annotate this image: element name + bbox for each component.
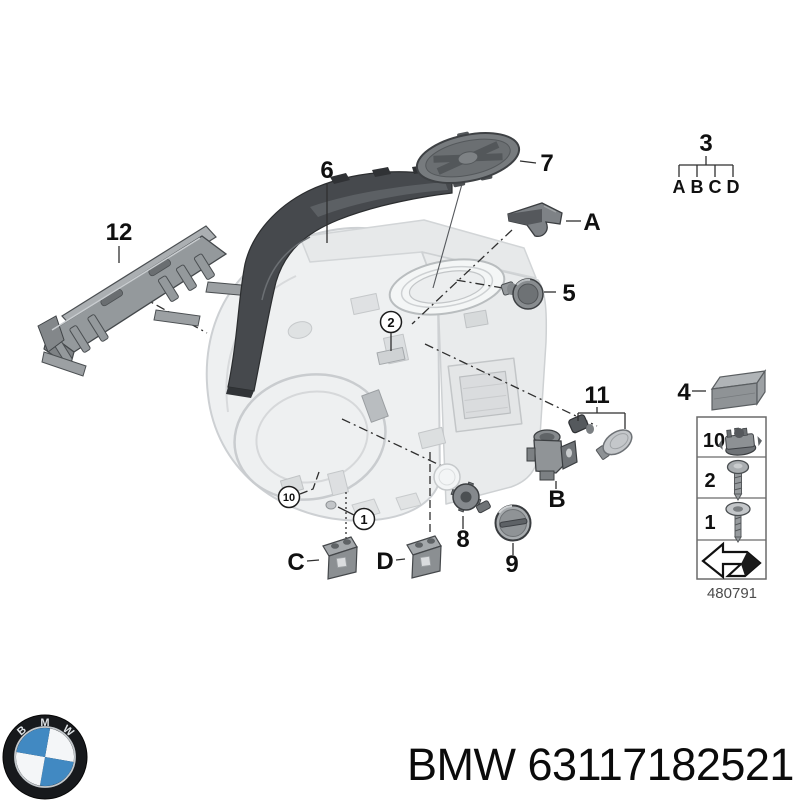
circled-callouts: 2 10 1 xyxy=(277,310,403,531)
callout-9: 9 xyxy=(505,551,518,578)
direction-of-travel-arrow-icon xyxy=(701,541,762,580)
part-11-bulb xyxy=(568,414,633,460)
legend-part-1-screw xyxy=(725,501,751,543)
callout-11: 11 xyxy=(584,382,609,409)
bmw-logo-inner-ring xyxy=(14,726,76,788)
part-a-clip xyxy=(507,202,563,237)
part-6-trim-strip xyxy=(226,165,453,398)
callout-b: B xyxy=(548,486,565,513)
circled-2-ring xyxy=(379,310,403,334)
legend-row-2-label: 2 xyxy=(704,470,715,492)
callout-d: D xyxy=(376,548,393,575)
callout-8: 8 xyxy=(456,526,469,553)
callout-6: 6 xyxy=(320,157,333,184)
circled-10-ring xyxy=(277,485,301,509)
circled-2: 2 xyxy=(387,315,394,330)
bmw-logo-quadrants xyxy=(16,728,74,786)
part-9-round-cap xyxy=(494,504,532,542)
circled-10: 10 xyxy=(283,492,295,504)
part-b-bracket xyxy=(526,429,578,481)
callout-4: 4 xyxy=(677,379,691,406)
drawing-number: 480791 xyxy=(707,585,757,602)
circled-1: 1 xyxy=(360,512,367,527)
legend-box: 10 2 1 xyxy=(696,416,767,602)
variant-option-b: B xyxy=(691,177,704,197)
part-12-support-bracket xyxy=(37,225,253,377)
part-7-cover-cap xyxy=(415,131,521,188)
callout-a: A xyxy=(583,209,600,236)
bmw-logo-letter-m: M xyxy=(40,717,49,729)
circled-1-ring xyxy=(352,507,376,531)
part-8-bulb-socket xyxy=(433,463,491,514)
part-5-bulb-cap xyxy=(500,278,544,310)
variant-option-a: A xyxy=(673,177,686,197)
part-d-bracket xyxy=(406,535,442,579)
callout-c: C xyxy=(287,549,304,576)
bmw-logo: B M W xyxy=(2,714,88,800)
callout-labels: 12 6 7 A 5 11 4 B 8 9 C D xyxy=(106,150,706,578)
part-c-bracket xyxy=(322,536,358,580)
callout-5: 5 xyxy=(562,280,575,307)
part-4-repair-kit-box xyxy=(710,369,767,411)
callout-7: 7 xyxy=(540,150,553,177)
variant-option-d: D xyxy=(727,177,740,197)
callout-12: 12 xyxy=(106,219,133,246)
variant-option-c: C xyxy=(709,177,722,197)
legend-row-1-label: 1 xyxy=(704,512,715,534)
variant-tree-root: 3 xyxy=(699,130,712,157)
legend-part-10-adjuster xyxy=(718,427,762,456)
legend-part-2-screw xyxy=(726,459,750,501)
variant-tree: 3 A B C D xyxy=(673,130,740,197)
part-number-text: BMW 63117182521 xyxy=(407,739,794,790)
